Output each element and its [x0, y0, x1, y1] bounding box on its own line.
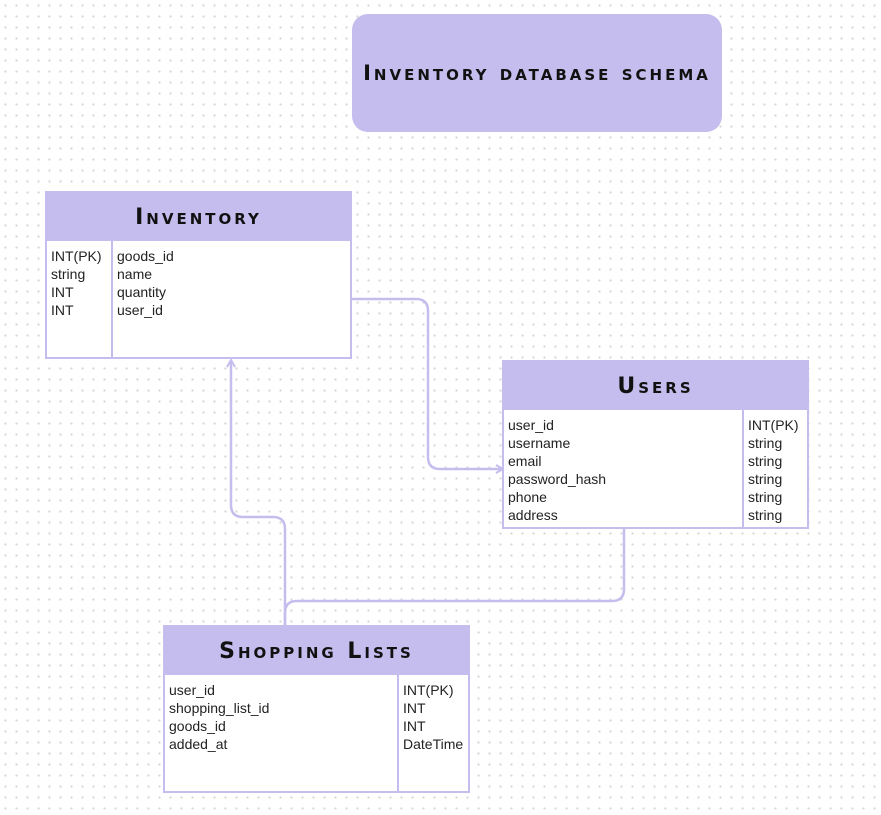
connector-shopping-lists-to-inventory — [231, 360, 287, 625]
inventory-type: INT — [51, 302, 74, 318]
shopping-lists-table: Shopping Lists user_id shopping_list_id … — [163, 625, 470, 793]
users-types-column: INT(PK) string string string string stri… — [744, 410, 807, 527]
connector-users-to-shopping-lists — [283, 528, 626, 625]
inventory-type: INT(PK) — [51, 248, 102, 264]
users-fields-column: user_id username email password_hash pho… — [504, 410, 744, 527]
users-field: username — [508, 435, 571, 451]
inventory-type: string — [51, 266, 86, 282]
inventory-fields-column: goods_id name quantity user_id — [113, 241, 350, 357]
users-field: phone — [508, 489, 547, 505]
shopping-lists-table-header: Shopping Lists — [165, 627, 468, 675]
inventory-field: user_id — [117, 302, 163, 318]
inventory-field: goods_id — [117, 248, 174, 264]
shopping-lists-type: INT — [403, 718, 426, 734]
inventory-table: Inventory INT(PK) string INT INT goods_i… — [45, 191, 352, 359]
users-table-body: user_id username email password_hash pho… — [504, 410, 807, 527]
inventory-types-column: INT(PK) string INT INT — [47, 241, 113, 357]
users-field: password_hash — [508, 471, 607, 487]
diagram-title-box: Inventory database schema — [352, 14, 722, 132]
users-type: string — [748, 489, 783, 505]
users-type: INT(PK) — [748, 417, 799, 433]
inventory-type: INT — [51, 284, 74, 300]
users-table: Users user_id username email password_ha… — [502, 360, 809, 529]
shopping-lists-field: user_id — [169, 682, 215, 698]
users-type: string — [748, 453, 783, 469]
shopping-lists-table-title: Shopping Lists — [219, 638, 414, 664]
shopping-lists-type: INT — [403, 700, 426, 716]
shopping-lists-type: INT(PK) — [403, 682, 454, 698]
shopping-lists-field: shopping_list_id — [169, 700, 270, 716]
shopping-lists-fields-column: user_id shopping_list_id goods_id added_… — [165, 675, 399, 791]
users-table-header: Users — [504, 362, 807, 410]
shopping-lists-field: added_at — [169, 736, 228, 752]
shopping-lists-type: DateTime — [403, 736, 464, 752]
users-field: address — [508, 507, 558, 523]
users-table-title: Users — [617, 373, 694, 399]
diagram-title: Inventory database schema — [363, 61, 711, 85]
users-type: string — [748, 507, 783, 523]
inventory-table-header: Inventory — [47, 193, 350, 241]
inventory-field: quantity — [117, 284, 167, 300]
users-type: string — [748, 471, 783, 487]
users-field: email — [508, 453, 542, 469]
users-type: string — [748, 435, 783, 451]
connector-inventory-to-users — [351, 297, 503, 469]
inventory-table-title: Inventory — [135, 204, 262, 230]
users-field: user_id — [508, 417, 554, 433]
shopping-lists-table-body: user_id shopping_list_id goods_id added_… — [165, 675, 468, 791]
inventory-table-body: INT(PK) string INT INT goods_id name qua… — [47, 241, 350, 357]
shopping-lists-field: goods_id — [169, 718, 226, 734]
inventory-field: name — [117, 266, 153, 282]
shopping-lists-types-column: INT(PK) INT INT DateTime — [399, 675, 468, 791]
